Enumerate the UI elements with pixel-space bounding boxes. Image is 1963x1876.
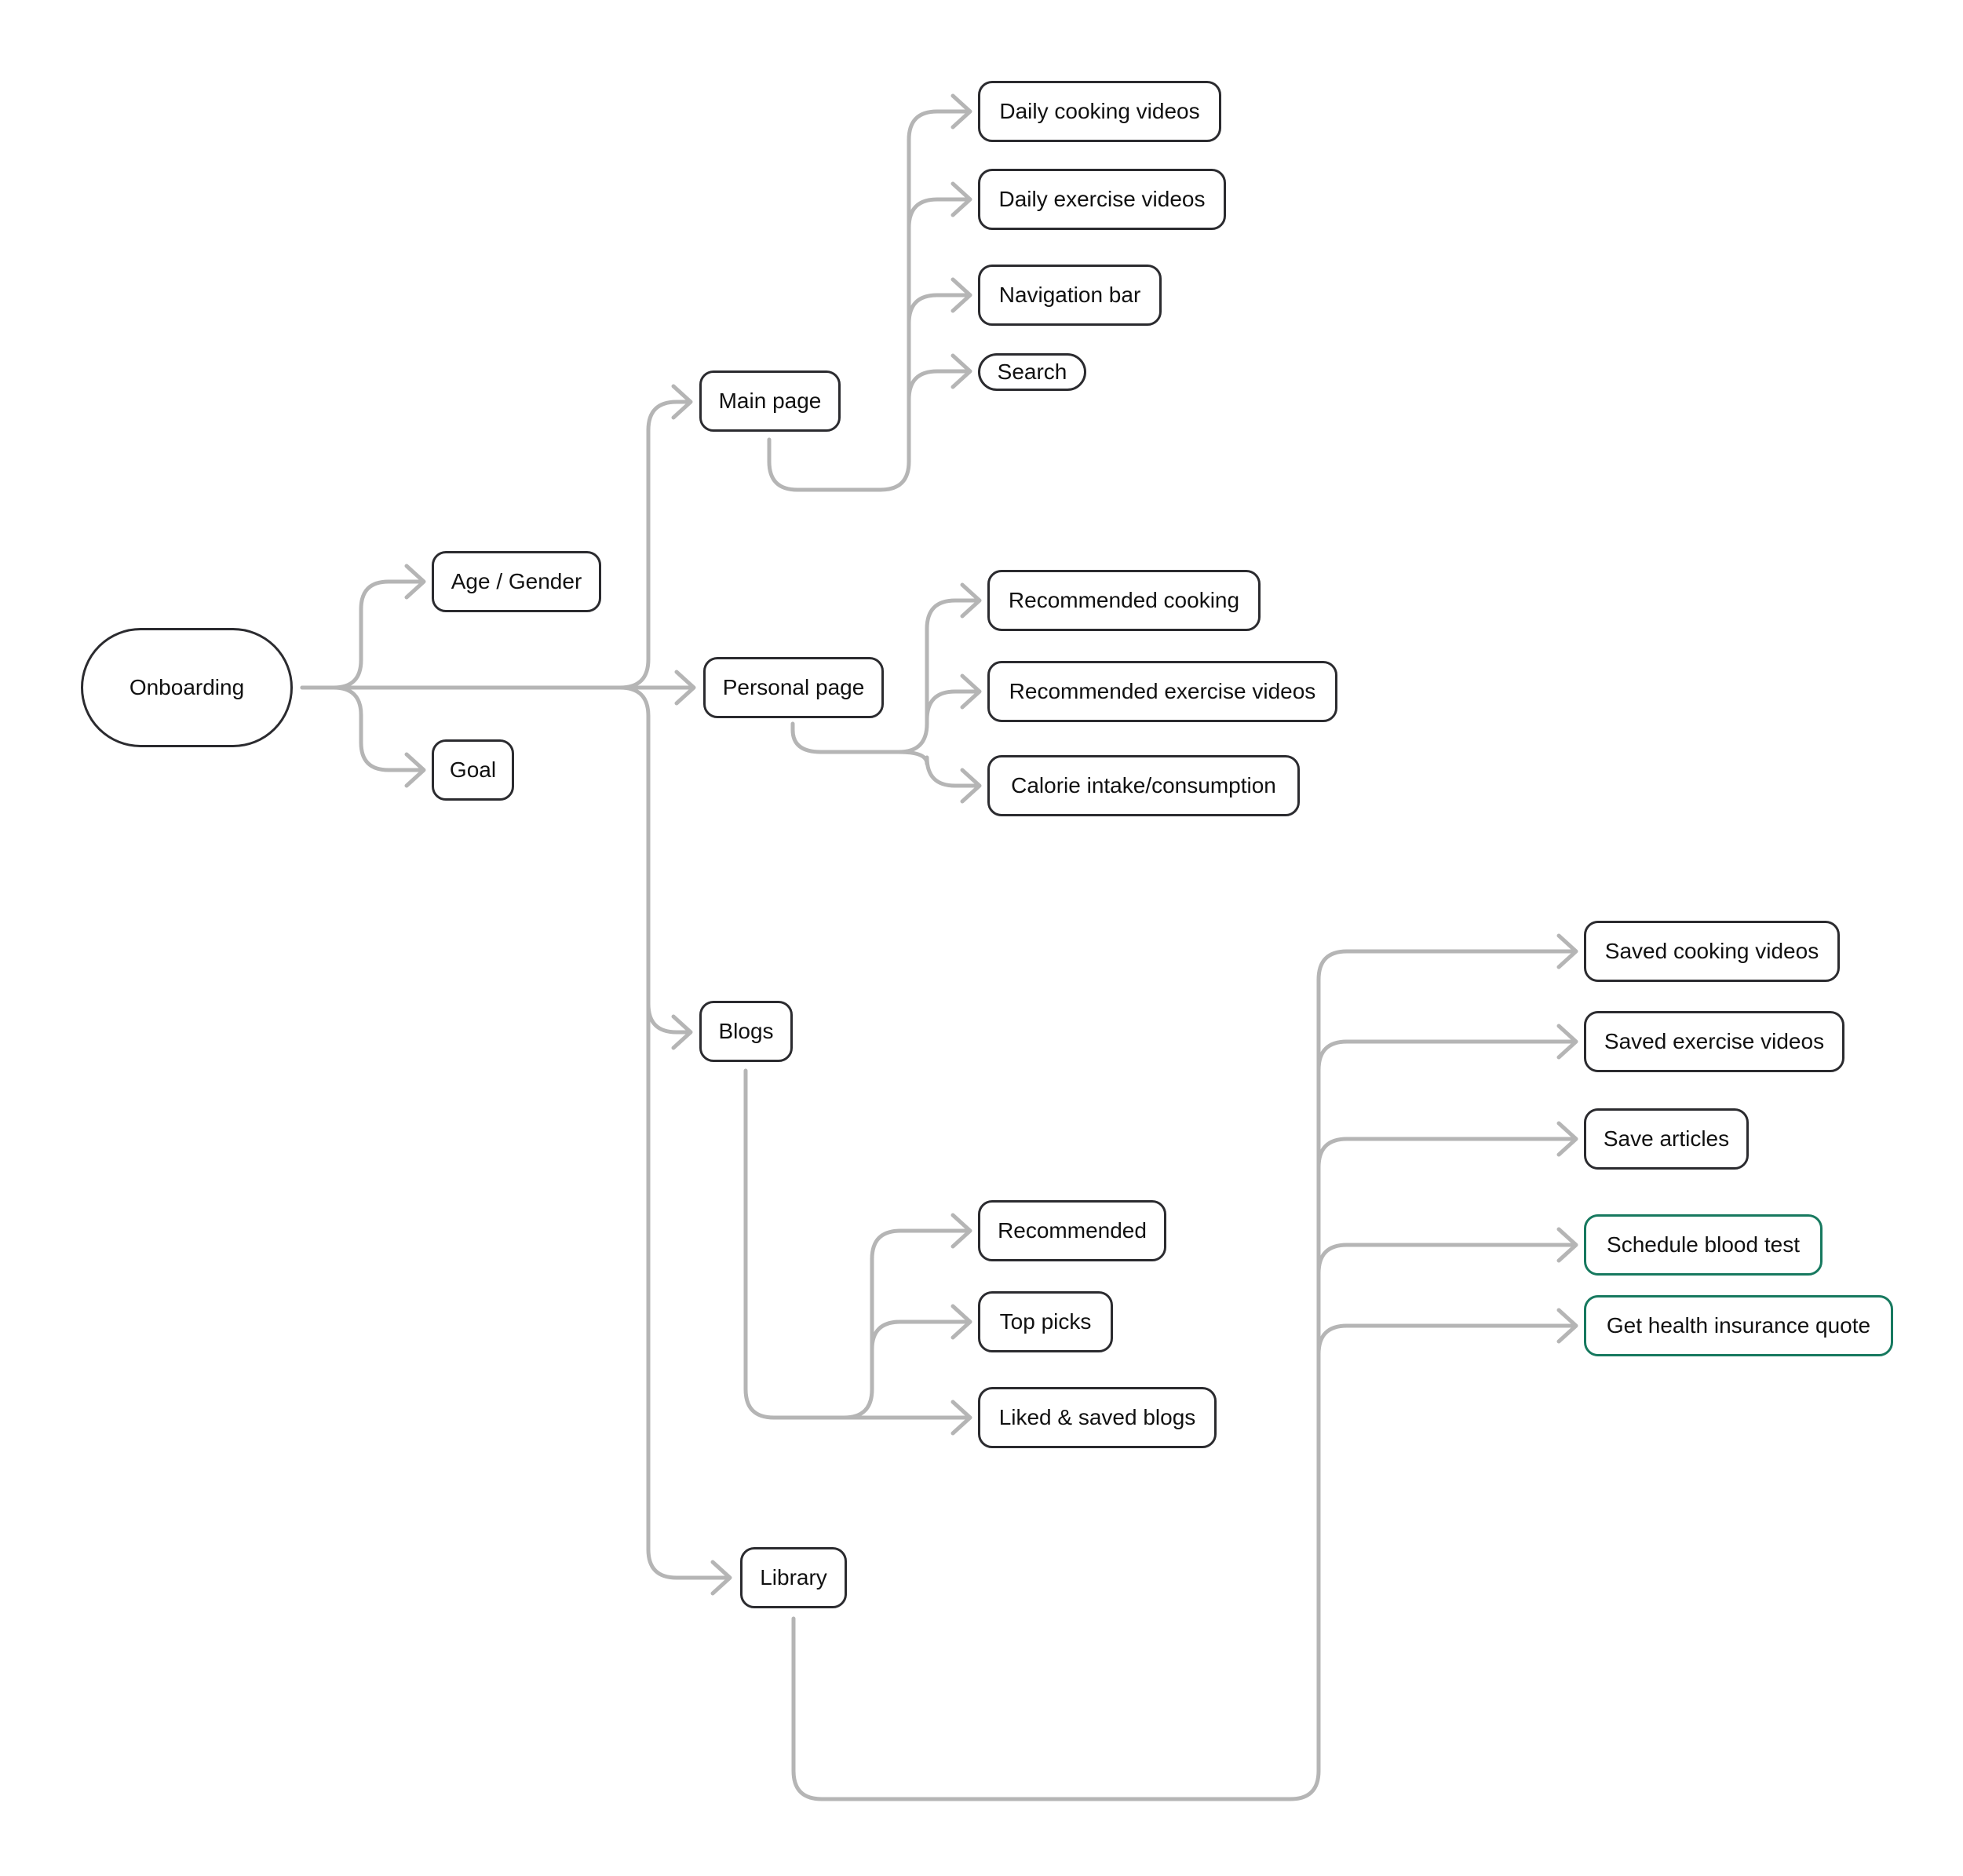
arrowhead-blogs xyxy=(671,1014,693,1050)
node-schedule-blood-test[interactable]: Schedule blood test xyxy=(1584,1214,1823,1276)
node-daily-cooking-videos[interactable]: Daily cooking videos xyxy=(978,81,1221,142)
arrowhead-recommended-cooking xyxy=(960,582,982,619)
arrowhead-saved-cooking xyxy=(1556,933,1578,969)
connector-save-articles xyxy=(1316,1137,1577,1170)
arrowhead-blood-test xyxy=(1556,1227,1578,1263)
node-goal[interactable]: Goal xyxy=(432,739,514,801)
connector-daily-exercise xyxy=(907,197,971,230)
node-saved-cooking-videos[interactable]: Saved cooking videos xyxy=(1584,921,1840,982)
node-library[interactable]: Library xyxy=(740,1547,847,1608)
connector-trunk-library xyxy=(646,1002,731,1580)
arrowhead-library xyxy=(710,1560,732,1596)
arrowhead-top-picks xyxy=(950,1304,972,1340)
arrowhead-navigation-bar xyxy=(950,277,972,313)
connector-onboarding-age-gender xyxy=(300,579,425,690)
arrowhead-daily-cooking xyxy=(950,93,972,130)
node-recommended-exercise-videos[interactable]: Recommended exercise videos xyxy=(987,661,1337,722)
node-calorie-intake[interactable]: Calorie intake/consumption xyxy=(987,755,1300,816)
node-daily-exercise-videos[interactable]: Daily exercise videos xyxy=(978,169,1226,230)
node-saved-exercise-videos[interactable]: Saved exercise videos xyxy=(1584,1011,1844,1072)
connector-navigation-bar xyxy=(907,293,971,326)
connector-trunk-main-page xyxy=(618,400,691,690)
connector-recommended-exercise xyxy=(925,689,980,722)
arrowhead-personal-page xyxy=(674,670,696,706)
connector-search xyxy=(907,369,971,402)
node-recommended[interactable]: Recommended xyxy=(978,1200,1166,1261)
node-blogs[interactable]: Blogs xyxy=(699,1001,793,1062)
connector-insurance-quote xyxy=(1316,1323,1577,1356)
node-liked-saved-blogs[interactable]: Liked & saved blogs xyxy=(978,1387,1217,1448)
connector-blogs-trunk xyxy=(841,1228,971,1420)
connector-blood-test xyxy=(1316,1243,1577,1276)
node-personal-page[interactable]: Personal page xyxy=(703,657,884,718)
node-health-insurance-quote[interactable]: Get health insurance quote xyxy=(1584,1295,1893,1356)
arrowhead-saved-exercise xyxy=(1556,1024,1578,1060)
arrowhead-search xyxy=(950,353,972,389)
node-onboarding[interactable]: Onboarding xyxy=(81,628,293,747)
node-top-picks[interactable]: Top picks xyxy=(978,1291,1113,1352)
arrowhead-age-gender xyxy=(404,564,426,600)
connector-calorie-intake xyxy=(896,750,980,788)
connector-blogs-group xyxy=(743,1068,971,1420)
arrowhead-liked-saved-blogs xyxy=(950,1400,972,1436)
arrowhead-recommended xyxy=(950,1213,972,1249)
connector-personal-page-group xyxy=(790,598,980,754)
arrowhead-daily-exercise xyxy=(950,181,972,217)
arrowhead-goal xyxy=(404,752,426,788)
connector-top-picks xyxy=(870,1319,971,1352)
connector-onboarding-goal xyxy=(331,685,425,772)
node-save-articles[interactable]: Save articles xyxy=(1584,1108,1749,1170)
node-age-gender[interactable]: Age / Gender xyxy=(432,551,601,612)
node-recommended-cooking[interactable]: Recommended cooking xyxy=(987,570,1261,631)
connector-library-group xyxy=(791,949,1577,1801)
arrowhead-recommended-exercise xyxy=(960,673,982,710)
arrowhead-save-articles xyxy=(1556,1121,1578,1157)
connector-trunk-blogs xyxy=(618,685,691,1035)
node-navigation-bar[interactable]: Navigation bar xyxy=(978,265,1162,326)
arrowhead-calorie-intake xyxy=(960,768,982,804)
node-search[interactable]: Search xyxy=(978,353,1086,391)
arrowhead-main-page xyxy=(671,384,693,420)
node-main-page[interactable]: Main page xyxy=(699,370,841,432)
connector-main-page-group xyxy=(767,109,971,492)
connector-saved-exercise xyxy=(1316,1039,1577,1072)
arrowhead-insurance-quote xyxy=(1556,1308,1578,1344)
